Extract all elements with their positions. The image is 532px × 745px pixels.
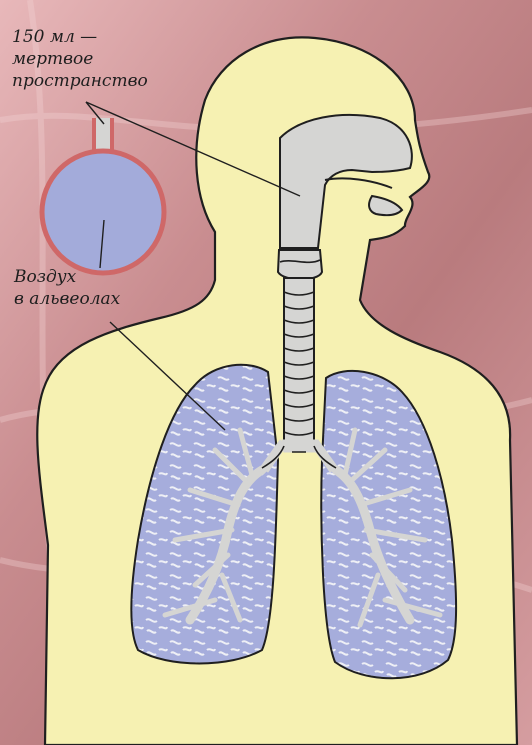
alveolar-air-line-2: в альвеолах — [14, 288, 120, 310]
larynx — [278, 250, 322, 280]
alveolar-air-line-1: Воздух — [14, 266, 120, 288]
dead-space-line-2: мертвое — [12, 48, 148, 70]
alveolus-balloon — [42, 151, 164, 273]
dead-space-label: 150 мл — мертвое пространство — [12, 26, 148, 92]
dead-space-line-3: пространство — [12, 70, 148, 92]
alveolar-air-label: Воздух в альвеолах — [14, 266, 120, 310]
dead-space-line-1: 150 мл — — [12, 26, 148, 48]
